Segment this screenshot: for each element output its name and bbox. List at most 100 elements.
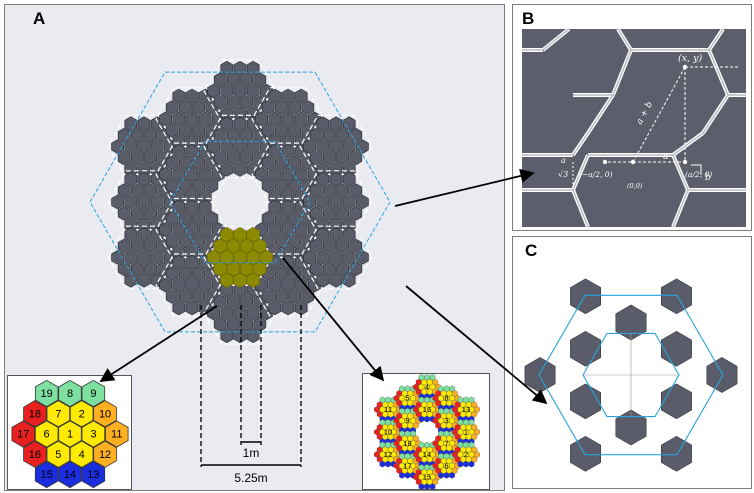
cluster-number: 1 — [464, 428, 468, 437]
mirror-segment — [227, 150, 240, 166]
numbered-segment — [93, 400, 117, 428]
mini-segment — [468, 451, 475, 458]
sparse-hexagon — [570, 383, 601, 420]
mirror-segment — [316, 116, 330, 132]
mirror-segment — [288, 100, 301, 115]
mini-segment — [418, 483, 425, 490]
highlight-segment — [233, 226, 247, 243]
mirror-segment — [323, 183, 336, 199]
mirror-segment — [159, 277, 173, 293]
mirror-segment — [137, 227, 151, 243]
mirror-segment — [261, 122, 275, 138]
mirror-segment — [336, 183, 349, 199]
mirror-segment — [165, 233, 179, 249]
mini-segment — [393, 417, 400, 424]
mirror-segment — [342, 194, 356, 210]
mirror-segment — [172, 88, 186, 104]
diag-dashed — [632, 66, 686, 163]
cluster-number: 4 — [425, 382, 429, 391]
sparse-hexagon — [661, 278, 692, 315]
mirror-segment — [233, 83, 247, 99]
mini-segment — [399, 407, 405, 415]
mirror-segment — [137, 139, 151, 155]
mini-segment — [429, 473, 436, 481]
gap-geometry-diagram: (x, y)a + baa√3(−a/2, 0)(0,0)(a/2, 0)b — [522, 27, 746, 228]
segment-number: 5 — [55, 449, 61, 461]
mirror-segment — [179, 233, 192, 249]
mini-segment — [432, 478, 439, 486]
mirror-segment — [309, 183, 323, 199]
mirror-segment — [336, 238, 349, 254]
sparse-hexagon — [615, 409, 647, 446]
cluster-number: 5 — [405, 394, 409, 403]
gap-line-inner — [542, 28, 570, 51]
mini-segment — [379, 419, 386, 426]
cluster-number: 9 — [405, 416, 409, 425]
mirror-segment — [261, 100, 275, 115]
sparse-hexagon — [661, 435, 692, 472]
mirror-segment — [288, 289, 301, 304]
mini-segment — [379, 451, 386, 458]
highlight-segment — [220, 226, 234, 243]
segmented-mirror-diagram: 1m5.25m — [89, 59, 391, 485]
mini-segment — [424, 483, 430, 490]
gap-line-inner — [702, 94, 729, 134]
numbered-segment — [46, 440, 71, 468]
mirror-segment — [323, 127, 336, 143]
mirror-segment — [233, 139, 247, 155]
gap-line-inner — [612, 49, 632, 96]
mini-segment — [399, 417, 405, 424]
gap-line-inner — [617, 28, 632, 51]
panel-b-label: B — [522, 9, 535, 28]
mini-segment — [449, 417, 455, 424]
mirror-segment — [124, 171, 138, 187]
mirror-segment — [288, 122, 301, 138]
mirror-segment — [124, 249, 138, 265]
mirror-segment — [233, 116, 247, 132]
mirror-segment — [179, 100, 192, 115]
mirror-segment — [309, 205, 323, 221]
sparse-hexagon — [570, 278, 601, 315]
mirror-segment — [336, 205, 349, 221]
mirror-segment — [192, 155, 205, 171]
mini-segment — [460, 446, 467, 453]
mirror-segment — [179, 266, 192, 282]
mirror-segment — [207, 83, 221, 99]
mirror-segment — [281, 88, 295, 104]
mirror-segment — [144, 183, 157, 199]
cluster-number: 6 — [444, 461, 448, 470]
mirror-segment — [192, 233, 205, 249]
mirror-segment — [179, 155, 192, 171]
numbered-segment — [23, 440, 47, 468]
mirror-segment — [329, 194, 343, 210]
hex-gap-lines — [522, 27, 746, 228]
mirror-segment — [294, 277, 308, 293]
mirror-segment — [261, 178, 275, 194]
segment-number: 6 — [44, 429, 50, 441]
numbered-segment — [34, 379, 59, 408]
cluster-number: 15 — [423, 473, 431, 482]
mirror-segment — [207, 139, 221, 155]
mini-segment — [432, 417, 439, 424]
mini-segment — [418, 441, 425, 449]
sparse-hexagon — [570, 435, 601, 472]
numbered-segment — [105, 420, 129, 448]
mini-segment — [421, 478, 428, 486]
label-a-over-sqrt3-num: a — [561, 156, 566, 165]
mirror-segment — [268, 199, 282, 215]
mirror-segment — [192, 178, 205, 194]
mini-segment — [429, 483, 436, 490]
mirror-segment — [198, 222, 212, 238]
cluster-number: 14 — [423, 450, 431, 459]
mirror-segment — [198, 166, 212, 182]
mini-segment — [460, 456, 467, 463]
mirror-segment — [288, 210, 301, 226]
b-gap-marker — [691, 164, 702, 175]
mirror-segment — [294, 166, 308, 182]
mirror-segment — [192, 289, 205, 304]
numbered-segment — [81, 420, 106, 448]
mirror-segment — [124, 116, 138, 132]
label-right-point: (a/2, 0) — [685, 170, 712, 179]
